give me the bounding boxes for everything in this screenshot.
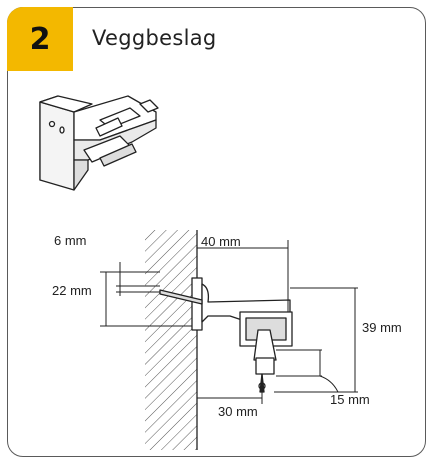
bracket-3d-illustration (39, 95, 159, 191)
dim-30mm-label: 30 mm (218, 404, 258, 419)
dim-22mm-label: 22 mm (52, 283, 92, 298)
dim-6mm-label: 6 mm (54, 233, 87, 248)
dim-15mm-label: 15 mm (330, 392, 370, 407)
bracket-profile (159, 277, 293, 393)
step-number: 2 (29, 21, 51, 57)
dimension-lines (100, 240, 358, 404)
dim-39mm-label: 39 mm (362, 320, 402, 335)
instruction-card (7, 7, 426, 457)
wall-section (145, 230, 198, 450)
step-badge: 2 (7, 7, 73, 71)
dim-40mm-label: 40 mm (201, 234, 241, 249)
step-title: Veggbeslag (92, 26, 217, 50)
